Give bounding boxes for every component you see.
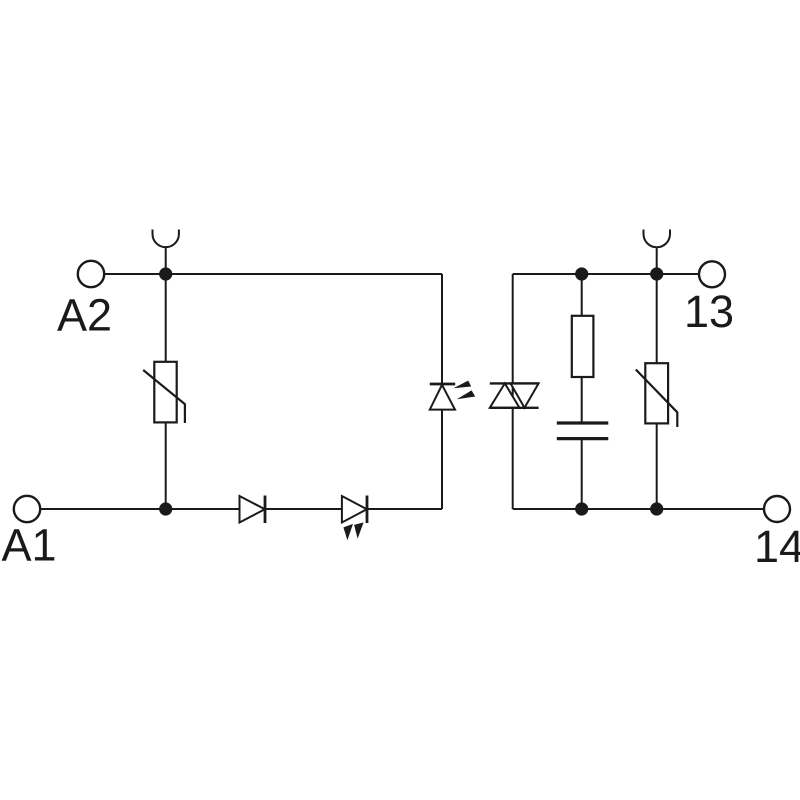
terminal-circle-a1 [12, 494, 42, 524]
junction-dot [159, 267, 173, 281]
terminal-a2: A2 [57, 259, 112, 341]
triac-icon [488, 381, 541, 410]
resistor-icon [570, 314, 595, 379]
terminal-14: 14 [754, 494, 800, 572]
junction-dot [650, 502, 664, 516]
opto-coupling-arrows-icon [453, 380, 476, 400]
terminal-circle-a2 [76, 259, 106, 289]
terminal-14-label: 14 [754, 521, 800, 572]
terminal-13: 13 [684, 260, 734, 337]
led-icon [340, 494, 369, 541]
terminal-a1-label: A1 [2, 520, 57, 571]
terminal-circle-13 [697, 260, 727, 289]
varistor-output-icon [635, 362, 679, 427]
terminal-circle-14 [762, 494, 792, 524]
diode-icon [238, 494, 267, 525]
terminal-13-label: 13 [684, 286, 734, 337]
junction-dot [575, 267, 589, 281]
optocoupler-led-icon [428, 380, 476, 411]
capacitor-icon [556, 421, 609, 441]
junction-dot [575, 502, 589, 516]
junction-dot [650, 267, 664, 281]
plug-socket-arc-right-icon [642, 229, 671, 272]
terminal-a2-label: A2 [57, 290, 112, 341]
varistor-input-icon [142, 360, 186, 424]
plug-socket-arc-left-icon [151, 229, 180, 272]
junction-dots [159, 267, 664, 516]
led-emission-arrows-icon [343, 522, 364, 541]
terminal-a1: A1 [2, 494, 57, 571]
junction-dot [159, 502, 173, 516]
